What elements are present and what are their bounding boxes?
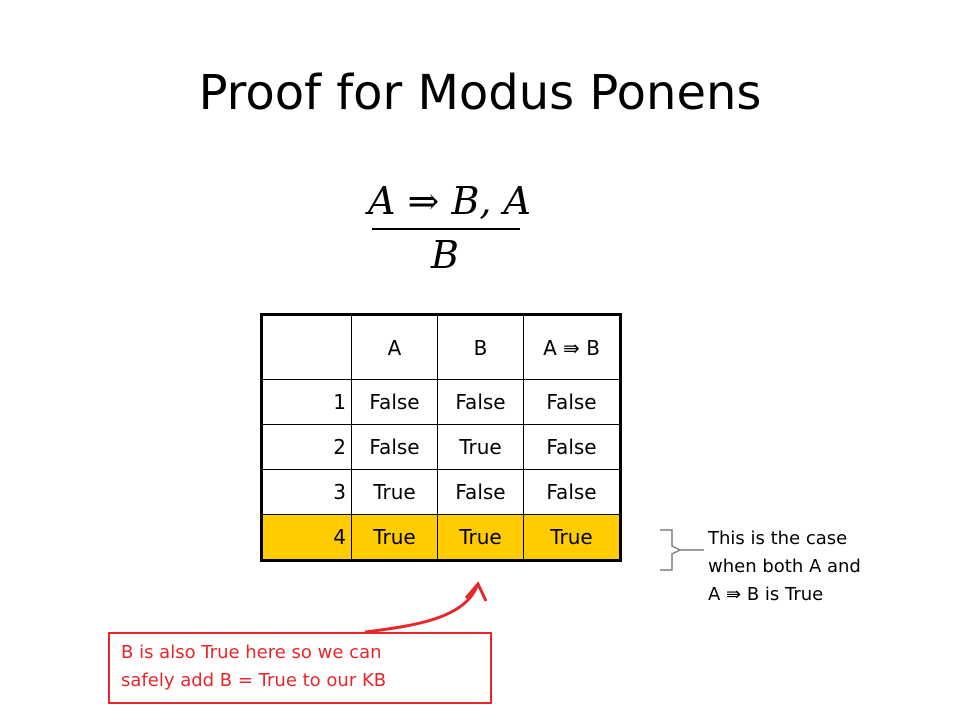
- table-cell: False: [523, 379, 621, 425]
- row-index: 4: [261, 514, 352, 561]
- row-index: 3: [261, 469, 352, 515]
- table-cell: False: [523, 469, 621, 515]
- callout-line: safely add B = True to our KB: [121, 670, 387, 691]
- header-cell: A ⇛ B: [523, 314, 621, 380]
- rule-premise: A ⇒ B, A: [368, 179, 531, 223]
- table-cell: True: [523, 514, 621, 561]
- callout-line: B is also True here so we can: [121, 642, 382, 663]
- slide-title: Proof for Modus Ponens: [198, 65, 762, 121]
- table-cell: False: [523, 424, 621, 470]
- header-cell: B: [437, 314, 524, 380]
- table-cell: False: [437, 469, 524, 515]
- table-cell: True: [351, 514, 438, 561]
- table-row: 3 True False False: [261, 469, 621, 515]
- note-line: A ⇛ B is True: [708, 584, 824, 605]
- inference-rule: A ⇒ B, A B: [368, 178, 531, 278]
- header-cell: [261, 314, 352, 380]
- table-cell: False: [351, 379, 438, 425]
- table-cell: True: [437, 424, 524, 470]
- curved-arrow-icon: [364, 581, 488, 634]
- note-line: when both A and: [708, 556, 861, 577]
- table-cell: False: [351, 424, 438, 470]
- note-line: This is the case: [708, 528, 848, 549]
- truth-table: A B A ⇛ B 1 False False False 2 False Tr…: [260, 313, 622, 562]
- row-index: 2: [261, 424, 352, 470]
- table-row-highlighted: 4 True True True: [261, 514, 621, 561]
- table-header-row: A B A ⇛ B: [261, 314, 621, 380]
- case-note: This is the case when both A and A ⇛ B i…: [708, 525, 948, 609]
- callout-box: B is also True here so we can safely add…: [108, 632, 492, 704]
- table-row: 1 False False False: [261, 379, 621, 425]
- table-cell: True: [437, 514, 524, 561]
- fraction-bar: [372, 228, 520, 230]
- right-brace-icon: [660, 529, 704, 571]
- rule-conclusion: B: [431, 233, 459, 277]
- table-row: 2 False True False: [261, 424, 621, 470]
- row-index: 1: [261, 379, 352, 425]
- header-cell: A: [351, 314, 438, 380]
- table-cell: False: [437, 379, 524, 425]
- table-cell: True: [351, 469, 438, 515]
